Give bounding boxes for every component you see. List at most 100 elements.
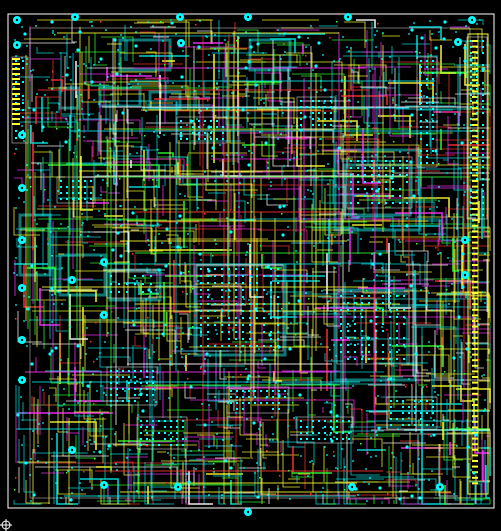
via — [116, 469, 118, 471]
via — [167, 452, 169, 454]
pad — [306, 432, 308, 434]
pad — [15, 60, 17, 62]
pad — [396, 418, 398, 420]
via — [317, 41, 321, 45]
test-point — [119, 178, 121, 180]
trace — [269, 441, 315, 465]
trace — [396, 250, 429, 262]
via — [100, 385, 102, 387]
via — [297, 299, 301, 303]
via — [99, 352, 101, 354]
trace — [83, 81, 105, 106]
trace — [440, 45, 456, 74]
pad — [180, 120, 182, 122]
via — [394, 117, 396, 119]
pad — [84, 198, 86, 200]
footprint-outline — [296, 416, 354, 444]
via — [253, 51, 255, 53]
via — [69, 498, 73, 502]
via — [293, 417, 295, 419]
pad — [403, 323, 405, 325]
pad — [403, 316, 405, 318]
via — [85, 65, 87, 67]
pad — [300, 112, 302, 114]
test-point — [215, 344, 217, 346]
pad — [470, 118, 472, 120]
mounting-hole-drill — [176, 485, 180, 489]
pad — [84, 192, 86, 194]
trace — [267, 91, 282, 102]
via — [329, 410, 333, 414]
via — [24, 461, 28, 465]
via — [44, 94, 46, 96]
via — [137, 418, 139, 420]
test-point — [266, 450, 268, 452]
via — [436, 206, 438, 208]
via — [331, 427, 335, 431]
test-point — [145, 429, 147, 431]
pad — [368, 351, 370, 353]
test-point — [415, 51, 417, 53]
pad — [216, 120, 218, 122]
pad — [378, 188, 380, 190]
via — [405, 225, 407, 227]
test-point — [428, 434, 430, 436]
via — [340, 90, 342, 92]
test-point — [426, 386, 428, 388]
pad — [432, 108, 434, 110]
pad — [354, 316, 356, 318]
via — [406, 274, 408, 276]
via — [26, 58, 28, 60]
trace — [131, 146, 148, 170]
via — [224, 39, 226, 41]
trace — [140, 31, 156, 37]
via — [173, 457, 175, 459]
pad — [470, 208, 472, 210]
via — [38, 423, 40, 425]
test-point — [212, 255, 214, 257]
via — [241, 345, 243, 347]
via — [26, 307, 30, 311]
via — [140, 263, 142, 265]
via — [189, 385, 193, 389]
pad — [249, 268, 251, 270]
via — [431, 33, 433, 35]
via — [198, 449, 200, 451]
pad — [470, 148, 472, 150]
pad — [392, 188, 394, 190]
via — [51, 88, 53, 90]
via — [155, 289, 157, 291]
test-point — [360, 443, 362, 445]
test-point — [127, 226, 129, 228]
via — [170, 19, 172, 21]
via — [130, 381, 132, 383]
via — [341, 79, 343, 81]
pad — [482, 112, 484, 114]
via — [371, 155, 373, 157]
via — [138, 307, 140, 309]
via — [54, 346, 58, 350]
via — [416, 176, 418, 178]
pad — [254, 402, 256, 404]
pad — [364, 174, 366, 176]
connector-pin — [472, 68, 478, 70]
via — [229, 466, 233, 470]
via — [241, 108, 245, 112]
pad — [389, 316, 391, 318]
via — [249, 45, 253, 49]
pad — [270, 275, 272, 277]
via — [434, 149, 438, 153]
via — [40, 170, 42, 172]
pad — [364, 195, 366, 197]
via — [99, 57, 103, 61]
trace — [98, 356, 131, 362]
pad — [150, 283, 152, 285]
pad — [78, 198, 80, 200]
pad — [382, 330, 384, 332]
trace — [279, 55, 295, 103]
pad — [152, 388, 154, 390]
pad — [90, 198, 92, 200]
pad — [134, 400, 136, 402]
